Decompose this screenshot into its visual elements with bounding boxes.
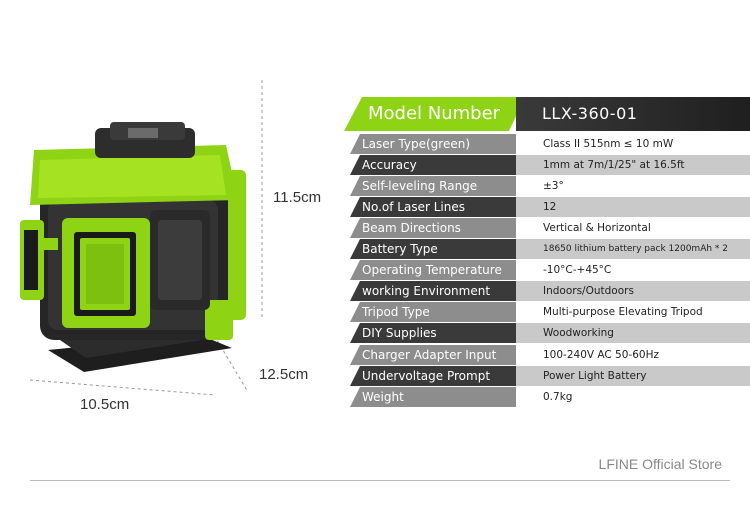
spec-label: Charger Adapter Input [350,345,526,365]
product-image [0,0,340,430]
height-dimension: 11.5cm [273,189,322,206]
spec-value: Power Light Battery [516,366,750,386]
spec-row-beam-directions: Beam Directions Vertical & Horizontal [350,218,750,238]
width-dimension: 10.5cm [80,396,130,413]
model-number-label-text: Model Number [368,103,501,124]
divider [30,480,730,481]
model-number-value-text: LLX-360-01 [542,104,638,123]
spec-row-charger-input: Charger Adapter Input 100-240V AC 50-60H… [350,345,750,365]
spec-row-self-leveling-range: Self-leveling Range ±3° [350,176,750,196]
spec-row-undervoltage-prompt: Undervoltage Prompt Power Light Battery [350,366,750,386]
spec-label: Self-leveling Range [350,176,526,196]
spec-value: 12 [516,197,750,217]
spec-row-diy-supplies: DIY Supplies Woodworking [350,323,750,343]
spec-value: 100-240V AC 50-60Hz [516,345,750,365]
spec-row-weight: Weight 0.7kg [350,387,750,407]
spec-label: Weight [350,387,526,407]
spec-label: Laser Type(green) [350,134,526,154]
spec-label: Beam Directions [350,218,526,238]
spec-label: working Environment [350,281,526,301]
spec-label: DIY Supplies [350,323,526,343]
spec-value: Indoors/Outdoors [516,281,750,301]
spec-label: Accuracy [350,155,526,175]
spec-value: Class II 515nm ≤ 10 mW [516,134,750,154]
model-number-label: Model Number [344,97,525,131]
spec-label: Operating Temperature [350,260,526,280]
spec-label: Undervoltage Prompt [350,366,526,386]
spec-value: 0.7kg [516,387,750,407]
spec-row-laser-type: Laser Type(green) Class II 515nm ≤ 10 mW [350,134,750,154]
spec-value: Woodworking [516,323,750,343]
spec-value: Vertical & Horizontal [516,218,750,238]
spec-value: -10°C-+45°C [516,260,750,280]
spec-value: ±3° [516,176,750,196]
spec-row-laser-lines: No.of Laser Lines 12 [350,197,750,217]
spec-value: 18650 lithium battery pack 1200mAh * 2 [516,239,750,259]
spec-row-working-environment: working Environment Indoors/Outdoors [350,281,750,301]
spec-label: Battery Type [350,239,526,259]
spec-row-operating-temperature: Operating Temperature -10°C-+45°C [350,260,750,280]
model-number-value: LLX-360-01 [516,97,750,131]
spec-label: No.of Laser Lines [350,197,526,217]
spec-row-tripod-type: Tripod Type Multi-purpose Elevating Trip… [350,302,750,322]
spec-value: 1mm at 7m/1/25" at 16.5ft [516,155,750,175]
spec-value: Multi-purpose Elevating Tripod [516,302,750,322]
spec-row-accuracy: Accuracy 1mm at 7m/1/25" at 16.5ft [350,155,750,175]
spec-label: Tripod Type [350,302,526,322]
store-name: LFINE Official Store [598,456,722,472]
spec-row-battery-type: Battery Type 18650 lithium battery pack … [350,239,750,259]
depth-dimension: 12.5cm [259,366,309,383]
